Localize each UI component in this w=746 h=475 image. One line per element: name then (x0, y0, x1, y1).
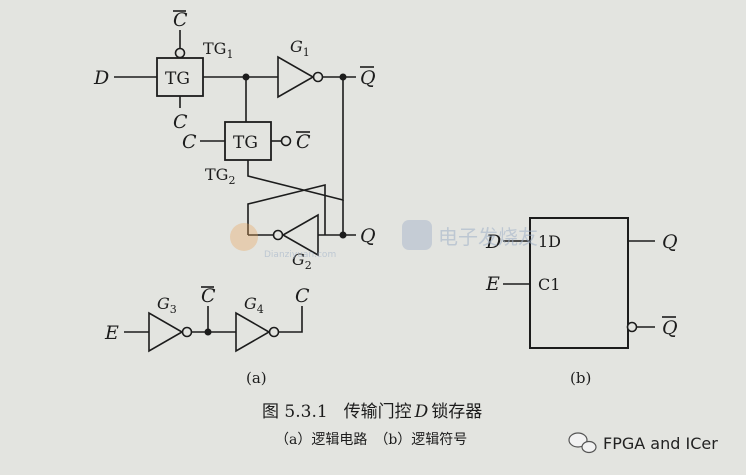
symbol-qbar-label: Q (662, 317, 678, 339)
symbol-1d-pin: 1D (538, 232, 561, 251)
wechat-icon (568, 432, 588, 448)
input-d-label: D (93, 67, 109, 89)
g4-output-bubble (268, 326, 280, 338)
wire-cross-g2-loop (247, 183, 326, 235)
part-a-label: (a) (246, 369, 267, 387)
tg1-inverting-bubble (174, 47, 186, 59)
inverter-g4 (235, 311, 271, 353)
watermark-layer: 电子发烧友 Dianziyuan.com (230, 220, 538, 260)
part-b-label: (b) (570, 369, 591, 387)
g2-name: G2 (292, 250, 312, 272)
output-q-label: Q (360, 225, 376, 247)
transmission-gate-tg2 (224, 121, 272, 161)
tg2-right-cbar-label: C (296, 131, 311, 153)
g4-name: G4 (244, 294, 264, 316)
tg2-left-c-label: C (182, 131, 197, 153)
tg1-top-cbar-label: C (173, 9, 188, 31)
latch-symbol-box (529, 217, 629, 349)
chain-c-label: C (295, 285, 310, 307)
symbol-d-label: D (485, 231, 501, 253)
tg2-inverting-bubble (280, 135, 292, 147)
logic-circuit: D TG C C TG1 G1 Q TG C (93, 9, 376, 387)
symbol-c1-pin: C1 (538, 275, 560, 294)
watermark-left-text: Dianziyuan.com (264, 250, 336, 260)
g3-output-bubble (181, 326, 193, 338)
g3-name: G3 (157, 294, 177, 316)
inverter-g1 (277, 55, 315, 99)
tg1-name: TG1 (203, 39, 233, 61)
wechat-badge: FPGA and ICer (568, 432, 718, 454)
g2-output-bubble (272, 229, 284, 241)
logic-symbol: D 1D E C1 Q Q (b) (485, 217, 678, 387)
wechat-account-name: FPGA and ICer (603, 434, 718, 453)
tg2-inner-label: TG (233, 133, 258, 153)
watermark-logo-icon (402, 220, 432, 250)
tg1-inner-label: TG (165, 69, 190, 89)
output-qbar-label: Q (360, 67, 376, 89)
input-e-label: E (104, 322, 119, 344)
tg2-name: TG2 (205, 165, 235, 187)
wire-cross-tg2-to-qbar (247, 77, 344, 202)
inverter-g3 (148, 311, 184, 353)
chain-cbar-label: C (201, 285, 216, 307)
symbol-e-label: E (485, 273, 500, 295)
tg1-bottom-c-label: C (173, 111, 188, 133)
caption-subtitle: （a）逻辑电路 （b）逻辑符号 (275, 432, 467, 448)
wire-g4-to-c (279, 306, 303, 333)
watermark-center-text: 电子发烧友 (438, 225, 538, 249)
wechat-icon-small-bubble (581, 440, 597, 454)
symbol-qbar-bubble (626, 321, 638, 333)
watermark-left-logo-icon (230, 223, 258, 251)
g1-name: G1 (290, 37, 310, 59)
symbol-q-label: Q (662, 231, 678, 253)
inverter-g2 (281, 213, 319, 257)
g1-output-bubble (312, 71, 324, 83)
